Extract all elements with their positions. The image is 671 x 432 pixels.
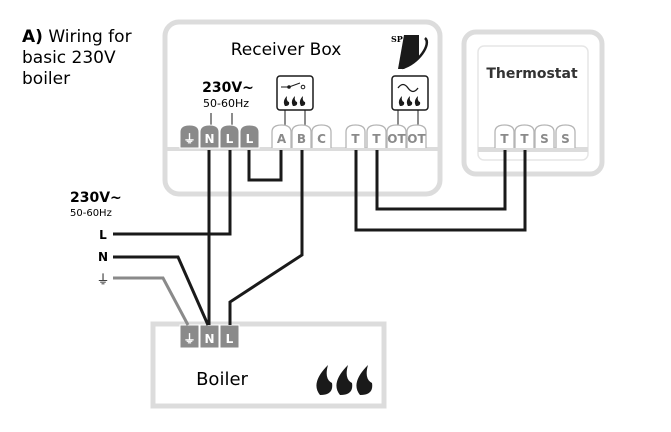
wire-t1-thermostat-t2 <box>354 150 527 232</box>
caption-text-1: Wiring for <box>48 27 131 47</box>
terminal-t: T <box>366 124 387 148</box>
terminal-n: N <box>199 124 220 149</box>
terminal-label: L <box>226 132 234 146</box>
switch-flames-icon <box>276 75 314 126</box>
terminal-label: N <box>204 332 214 346</box>
terminal-label: T <box>351 132 360 146</box>
wire-t2-thermostat-t1 <box>375 150 507 211</box>
wire-supply-l <box>113 150 232 236</box>
logo-text: SP <box>391 34 403 44</box>
terminal-t: T <box>494 124 515 148</box>
terminal-label: N <box>204 132 214 146</box>
terminal-n: N <box>199 324 220 349</box>
terminal-s: S <box>555 124 576 148</box>
terminal-l: L <box>219 324 240 349</box>
wire-supply-earth <box>113 276 190 326</box>
terminal-label: T <box>520 132 529 146</box>
terminal-b: B <box>291 124 312 148</box>
wire-b-boiler-l <box>228 150 304 325</box>
terminal-label: ⏚ <box>183 132 195 146</box>
terminal-label: OT <box>387 132 406 146</box>
terminal-l: L <box>239 124 260 149</box>
terminal-label: S <box>540 132 549 146</box>
supply-voltage: 230V~ <box>70 190 122 206</box>
wire-link-l-a <box>247 150 283 182</box>
terminal-ot: OT <box>406 124 427 148</box>
supply-frequency: 50-60Hz <box>70 208 112 219</box>
terminal-a: A <box>271 124 292 148</box>
sp-logo: SP <box>391 34 428 70</box>
caption-line-2: basic 230V <box>22 48 116 68</box>
terminal-label: L <box>246 132 254 146</box>
terminal-c: C <box>311 124 332 148</box>
receiver-voltage: 230V~ <box>202 80 254 96</box>
terminal-s: S <box>534 124 555 148</box>
terminal-label: A <box>277 132 287 146</box>
flames-icon <box>316 365 373 395</box>
terminal-label: T <box>372 132 381 146</box>
caption-line-3: boiler <box>22 69 70 89</box>
supply-line-n: N <box>98 250 108 264</box>
terminal-ot: OT <box>386 124 407 148</box>
wave-flames-icon <box>391 75 429 126</box>
wire-supply-n <box>113 255 210 326</box>
terminal-label: OT <box>407 132 426 146</box>
supply-line-earth: ⏚ <box>96 273 109 288</box>
terminal-earth: ⏚ <box>179 324 200 349</box>
terminal-label: T <box>500 132 509 146</box>
terminal-l: L <box>219 124 240 149</box>
caption-line-1: A) Wiring for <box>22 27 132 47</box>
supply-line-l: L <box>99 228 107 242</box>
terminal-label: S <box>561 132 570 146</box>
receiver-frequency: 50-60Hz <box>203 97 249 110</box>
terminal-label: ⏚ <box>183 332 195 346</box>
terminal-t: T <box>514 124 535 148</box>
terminal-label: C <box>317 132 326 146</box>
terminal-earth: ⏚ <box>179 124 200 149</box>
boiler-title: Boiler <box>196 369 248 390</box>
wires <box>113 150 527 326</box>
caption-letter: A) <box>22 27 43 47</box>
terminal-label: L <box>226 332 234 346</box>
terminal-label: B <box>297 132 306 146</box>
receiver-title: Receiver Box <box>231 40 342 60</box>
thermostat-title: Thermostat <box>486 66 578 82</box>
terminal-t: T <box>345 124 366 148</box>
